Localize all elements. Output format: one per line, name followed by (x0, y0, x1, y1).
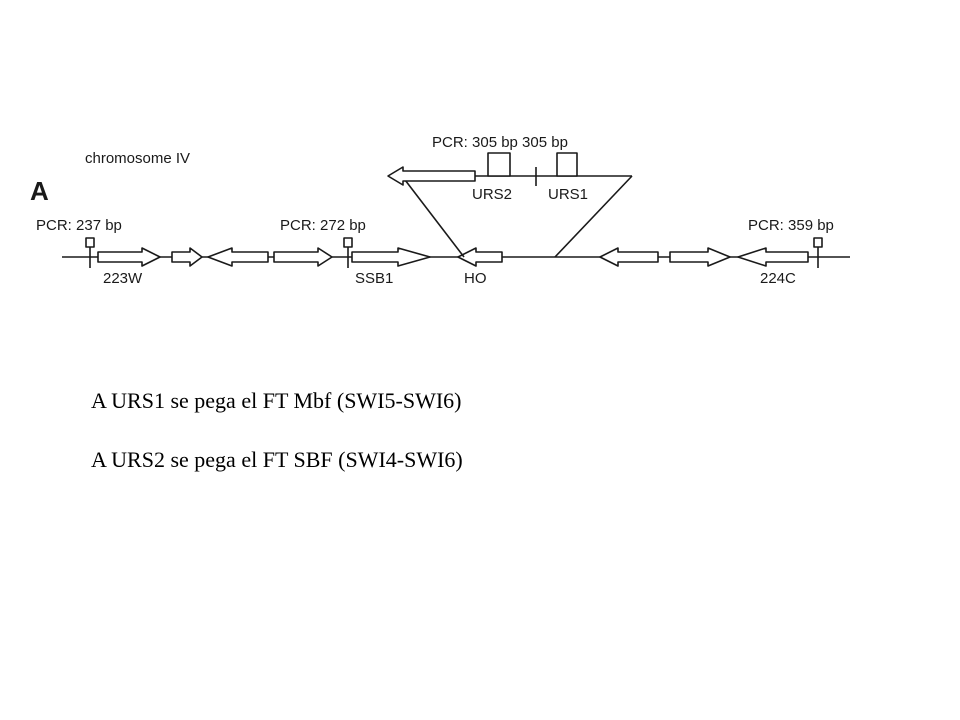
gene-ho-label: HO (464, 270, 487, 287)
chromosome-label: chromosome IV (85, 150, 190, 167)
urs2-box (487, 152, 511, 177)
panel-letter: A (30, 176, 49, 206)
gene-223w-label: 223W (103, 270, 143, 287)
gene-arrow-left-1 (207, 247, 269, 267)
pcr-label-inset: PCR: 305 bp 305 bp (432, 134, 568, 151)
gene-224c-arrow (737, 247, 809, 267)
zoom-line-left (401, 175, 465, 258)
gene-ho-arrow (457, 247, 503, 267)
gene-arrow-left-2 (599, 247, 659, 267)
gene-arrow-right-small (171, 247, 203, 267)
pcr-label-left: PCR: 237 bp (36, 217, 122, 234)
urs1-box (556, 152, 578, 177)
inset-ho-arrow (387, 166, 476, 186)
pcr-marker-mid (343, 237, 353, 268)
pcr-label-mid: PCR: 272 bp (280, 217, 366, 234)
pcr-label-right: PCR: 359 bp (748, 217, 834, 234)
zoom-line-right (554, 175, 633, 258)
pcr-marker-right (813, 237, 823, 268)
gene-ssb1-arrow (351, 247, 431, 267)
caption-urs1: A URS1 se pega el FT Mbf (SWI5-SWI6) (91, 388, 462, 413)
gene-223w-arrow (97, 247, 161, 267)
gene-ssb1-label: SSB1 (355, 270, 393, 287)
urs2-label: URS2 (472, 186, 512, 203)
gene-arrow-right-1 (273, 247, 333, 267)
gene-arrow-right-2 (669, 247, 731, 267)
caption-urs2: A URS2 se pega el FT SBF (SWI4-SWI6) (91, 447, 463, 472)
urs1-label: URS1 (548, 186, 588, 203)
gene-224c-label: 224C (760, 270, 796, 287)
pcr-marker-left (85, 237, 95, 268)
